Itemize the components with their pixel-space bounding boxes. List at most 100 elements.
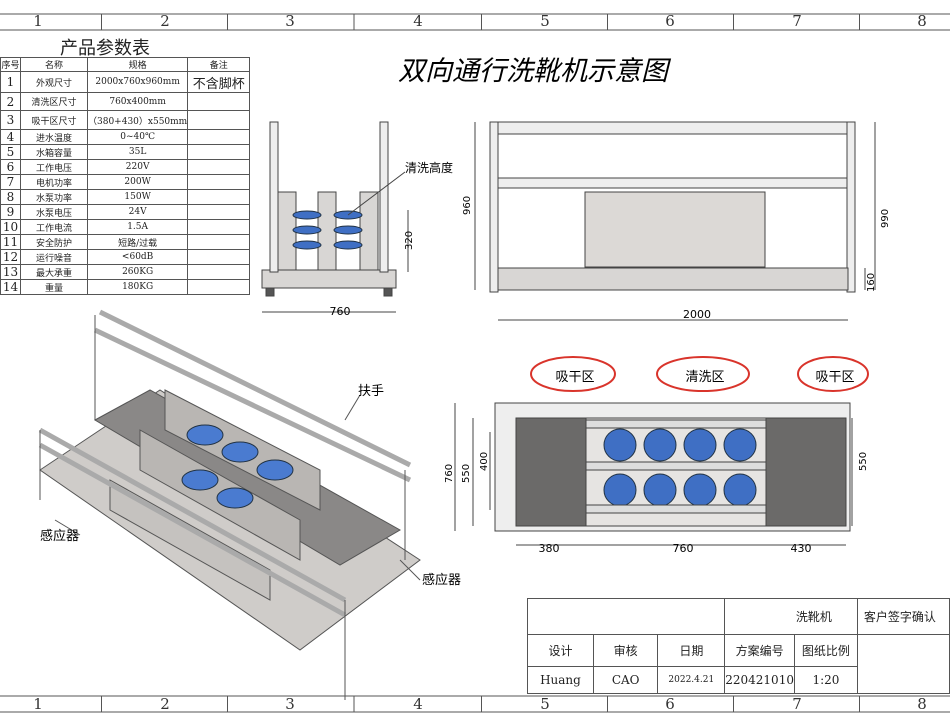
params-name: 水泵电压 xyxy=(20,204,88,220)
params-name: 外观尺寸 xyxy=(20,71,88,93)
params-index: 10 xyxy=(0,219,21,235)
dim-top-len-right: 430 xyxy=(791,542,812,555)
dim-side-base: 160 xyxy=(866,273,877,292)
params-name: 安全防护 xyxy=(20,234,88,250)
date-label: 日期 xyxy=(657,634,726,667)
scale-value: 1:20 xyxy=(793,666,858,694)
params-spec: 1.5A xyxy=(86,219,189,235)
params-note xyxy=(187,219,251,235)
params-spec: 150W xyxy=(86,189,189,205)
border-column-number: 8 xyxy=(917,695,927,713)
border-column-number: 3 xyxy=(285,695,295,713)
border-column-number: 6 xyxy=(665,12,675,30)
dim-top-width: 760 xyxy=(444,464,455,483)
customer-sign-area xyxy=(856,634,950,694)
scale-label: 图纸比例 xyxy=(793,634,858,667)
params-index: 8 xyxy=(0,189,21,205)
dim-side-length: 2000 xyxy=(683,308,711,321)
params-name: 最大承重 xyxy=(20,264,88,280)
date-value: 2022.4.21 xyxy=(657,666,726,694)
params-index: 5 xyxy=(0,144,21,160)
params-header-cell: 规格 xyxy=(86,57,189,72)
title-block: 洗靴机 客户签字确认 设计 审核 日期 方案编号 图纸比例 Huang CAO … xyxy=(526,598,950,694)
params-note xyxy=(187,110,251,130)
border-column-number: 1 xyxy=(33,12,43,30)
params-spec: 35L xyxy=(86,144,189,160)
params-name: 工作电流 xyxy=(20,219,88,235)
border-column-number: 2 xyxy=(160,12,170,30)
main-title: 双向通行洗靴机示意图 xyxy=(398,56,672,87)
border-column-number: 7 xyxy=(792,12,802,30)
border-column-number: 1 xyxy=(33,695,43,713)
border-column-number: 8 xyxy=(917,12,927,30)
plan-no-label: 方案编号 xyxy=(724,634,795,667)
params-note xyxy=(187,174,251,190)
params-index: 2 xyxy=(0,92,21,111)
params-index: 13 xyxy=(0,264,21,280)
params-spec: （380+430）x550mm xyxy=(86,110,189,130)
zone-label-wash: 清洗区 xyxy=(685,370,724,385)
params-spec: 短路/过载 xyxy=(86,234,189,250)
border-column-number: 6 xyxy=(665,695,675,713)
params-header-cell: 备注 xyxy=(187,57,251,72)
border-column-number: 5 xyxy=(540,695,550,713)
customer-sign-label: 客户签字确认 xyxy=(856,598,950,635)
label-wash-height: 清洗高度 xyxy=(405,160,453,175)
params-index: 14 xyxy=(0,279,21,295)
zone-label-dry-left: 吸干区 xyxy=(555,370,594,385)
reviewer-label: 审核 xyxy=(592,634,659,667)
dim-side-height-total: 990 xyxy=(880,209,891,228)
dim-top-len-mid: 760 xyxy=(673,542,694,555)
params-spec: 180KG xyxy=(86,279,189,295)
params-note xyxy=(187,189,251,205)
params-name: 吸干区尺寸 xyxy=(20,110,88,130)
border-column-number: 7 xyxy=(792,695,802,713)
iso-view xyxy=(38,309,421,700)
params-name: 清洗区尺寸 xyxy=(20,92,88,111)
top-view xyxy=(454,356,869,546)
dim-side-height: 960 xyxy=(462,196,473,215)
reviewer-value: CAO xyxy=(592,666,659,694)
params-header-cell: 序号 xyxy=(0,57,21,72)
params-index: 4 xyxy=(0,129,21,145)
dim-top-len-left: 380 xyxy=(539,542,560,555)
params-table-title: 产品参数表 xyxy=(60,38,150,59)
zone-label-dry-right: 吸干区 xyxy=(815,370,854,385)
params-name: 进水温度 xyxy=(20,129,88,145)
params-note xyxy=(187,129,251,145)
params-index: 6 xyxy=(0,159,21,175)
drawing-border xyxy=(0,13,950,713)
params-spec: 200W xyxy=(86,174,189,190)
params-spec: 24V xyxy=(86,204,189,220)
designer-value: Huang xyxy=(527,666,594,694)
params-name: 重量 xyxy=(20,279,88,295)
params-note xyxy=(187,279,251,295)
params-note xyxy=(187,92,251,111)
border-column-number: 4 xyxy=(413,695,423,713)
border-column-number: 3 xyxy=(285,12,295,30)
params-index: 9 xyxy=(0,204,21,220)
params-spec: 0~40℃ xyxy=(86,129,189,145)
product-name: 洗靴机 xyxy=(724,598,858,635)
dim-front-height: 320 xyxy=(404,231,415,250)
label-handrail: 扶手 xyxy=(358,384,384,399)
title-block-blank xyxy=(526,598,726,635)
params-spec: <60dB xyxy=(86,249,189,265)
params-spec: 2000x760x960mm xyxy=(86,71,189,93)
params-note xyxy=(187,249,251,265)
plan-no-value: 220421010 xyxy=(724,666,795,694)
label-sensor-left: 感应器 xyxy=(40,528,79,544)
params-index: 7 xyxy=(0,174,21,190)
